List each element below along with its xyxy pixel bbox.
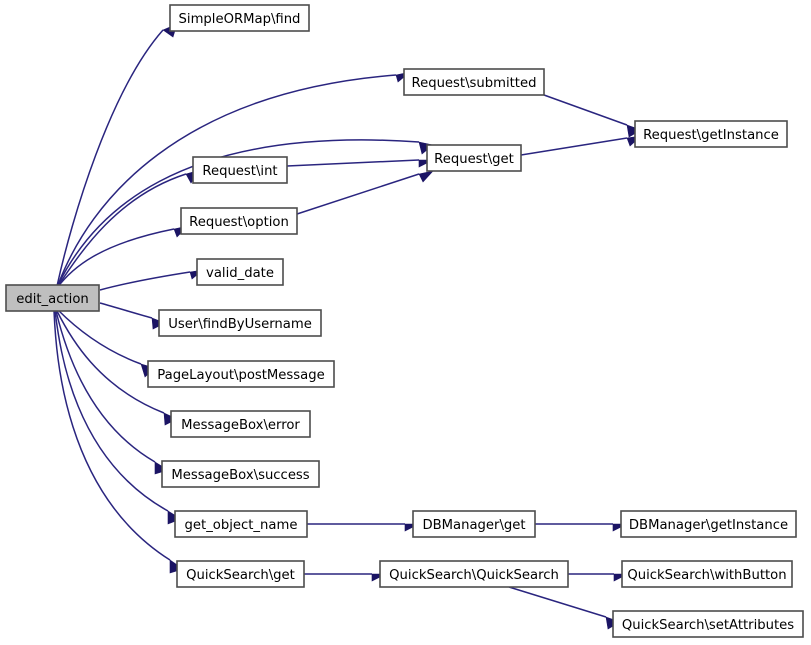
node-box[interactable] bbox=[426, 144, 522, 172]
node-box[interactable] bbox=[634, 120, 788, 148]
node-quicksearch_get[interactable]: QuickSearch\get bbox=[176, 560, 305, 588]
node-request_submitted[interactable]: Request\submitted bbox=[403, 68, 545, 96]
node-simpleormap_find[interactable]: SimpleORMap\find bbox=[169, 4, 310, 32]
node-get_object_name[interactable]: get_object_name bbox=[174, 510, 308, 538]
node-box[interactable] bbox=[174, 510, 308, 538]
edge-line bbox=[57, 139, 420, 286]
edge-line bbox=[57, 74, 397, 286]
node-box[interactable] bbox=[176, 560, 305, 588]
node-quicksearch_withbutton[interactable]: QuickSearch\withButton bbox=[621, 560, 793, 588]
edge-line bbox=[99, 302, 153, 319]
edge-quicksearch_quicksearch-to-quicksearch_setattributes bbox=[508, 586, 621, 630]
edge-request_option-to-request_get bbox=[296, 170, 434, 215]
edge-edit_action-to-get_object_name bbox=[54, 310, 182, 525]
edge-line bbox=[56, 228, 175, 289]
edge-edit_action-to-request_option bbox=[56, 225, 189, 289]
node-box[interactable] bbox=[158, 309, 322, 337]
arrowhead-icon bbox=[418, 170, 434, 183]
edge-edit_action-to-user_findbyusername bbox=[99, 302, 166, 330]
node-quicksearch_quicksearch[interactable]: QuickSearch\QuickSearch bbox=[379, 560, 569, 588]
node-dbmanager_getinstance[interactable]: DBManager\getInstance bbox=[620, 510, 797, 538]
edge-line bbox=[56, 310, 165, 414]
node-box[interactable] bbox=[403, 68, 545, 96]
node-box[interactable] bbox=[620, 510, 797, 538]
edge-edit_action-to-quicksearch_get bbox=[53, 310, 184, 574]
node-dbmanager_get[interactable]: DBManager\get bbox=[412, 510, 536, 538]
node-request_int[interactable]: Request\int bbox=[192, 156, 288, 184]
edge-line bbox=[57, 309, 142, 365]
node-box[interactable] bbox=[180, 207, 298, 235]
node-box[interactable] bbox=[169, 4, 310, 32]
edge-line bbox=[99, 271, 191, 291]
node-box[interactable] bbox=[196, 258, 284, 286]
node-box[interactable] bbox=[192, 156, 288, 184]
edge-quicksearch_get-to-quicksearch_quicksearch bbox=[304, 573, 387, 582]
node-box[interactable] bbox=[170, 410, 311, 438]
node-layer: edit_action SimpleORMap\findRequest\submi… bbox=[5, 4, 804, 638]
edge-line bbox=[520, 137, 628, 156]
edge-line bbox=[54, 310, 169, 512]
edge-line bbox=[56, 29, 164, 287]
edge-line bbox=[286, 159, 420, 167]
edge-dbmanager_get-to-dbmanager_getinstance bbox=[535, 523, 628, 532]
edge-layer bbox=[53, 23, 642, 630]
edge-get_object_name-to-dbmanager_get bbox=[307, 523, 420, 532]
node-box[interactable] bbox=[379, 560, 569, 588]
edge-line bbox=[543, 94, 628, 126]
edge-line bbox=[53, 310, 171, 561]
node-box[interactable] bbox=[5, 284, 100, 312]
edge-request_int-to-request_get bbox=[286, 159, 434, 168]
edge-line bbox=[508, 586, 607, 618]
edge-request_get-to-request_getinstance bbox=[520, 135, 642, 156]
edge-edit_action-to-pagelayout_postmessage bbox=[57, 309, 156, 378]
edge-line bbox=[296, 173, 420, 215]
node-valid_date[interactable]: valid_date bbox=[196, 258, 284, 286]
edge-request_submitted-to-request_getinstance bbox=[543, 94, 642, 138]
edge-line bbox=[57, 173, 187, 287]
edge-line bbox=[55, 310, 156, 463]
node-box[interactable] bbox=[147, 360, 335, 388]
edge-quicksearch_quicksearch-to-quicksearch_withbutton bbox=[568, 573, 629, 582]
node-request_get[interactable]: Request\get bbox=[426, 144, 522, 172]
node-request_getinstance[interactable]: Request\getInstance bbox=[634, 120, 788, 148]
node-box[interactable] bbox=[612, 610, 804, 638]
node-request_option[interactable]: Request\option bbox=[180, 207, 298, 235]
node-quicksearch_setattributes[interactable]: QuickSearch\setAttributes bbox=[612, 610, 804, 638]
node-messagebox_success[interactable]: MessageBox\success bbox=[161, 460, 320, 488]
node-box[interactable] bbox=[621, 560, 793, 588]
edge-edit_action-to-valid_date bbox=[99, 269, 205, 291]
node-edit_action[interactable]: edit_action bbox=[5, 284, 100, 312]
node-box[interactable] bbox=[161, 460, 320, 488]
node-box[interactable] bbox=[412, 510, 536, 538]
node-user_findbyusername[interactable]: User\findByUsername bbox=[158, 309, 322, 337]
node-messagebox_error[interactable]: MessageBox\error bbox=[170, 410, 311, 438]
node-pagelayout_postmessage[interactable]: PageLayout\postMessage bbox=[147, 360, 335, 388]
